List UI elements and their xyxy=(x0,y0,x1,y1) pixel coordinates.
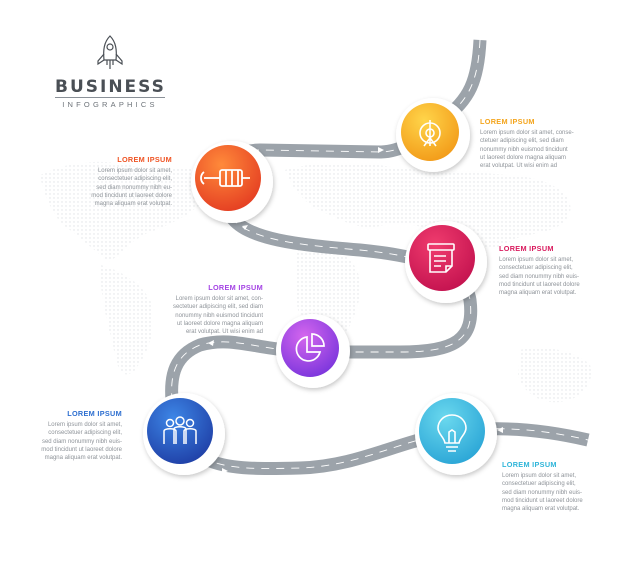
step-3-text: LOREM IPSUM Lorem ipsum dolor sit amet, … xyxy=(499,244,619,297)
step-1-line: ut laoreet dolore magna aliquam xyxy=(480,154,567,161)
step-2-badge[interactable] xyxy=(191,141,273,223)
step-5-line: sed diam nonummy nibh euis- xyxy=(41,438,122,445)
logo-title: BUSINESS xyxy=(55,77,166,97)
step-4-line: nonummy nibh euismod tincidunt xyxy=(175,312,263,319)
arrow-icon xyxy=(208,340,214,346)
step-3-line: mod tincidunt ut laoreet dolore xyxy=(499,281,580,288)
step-4-line: ut laoreet dolore magna aliquam xyxy=(176,320,263,327)
rocket-icon xyxy=(97,35,123,69)
step-1-line: ctetuer adipiscing elit, sed diam xyxy=(480,138,564,145)
step-1-heading: LOREM IPSUM xyxy=(480,117,535,126)
step-6-line: sed diam nonummy nibh euis- xyxy=(502,489,583,496)
step-6-heading: LOREM IPSUM xyxy=(502,460,557,469)
arrow-icon xyxy=(242,225,248,230)
step-5-heading: LOREM IPSUM xyxy=(67,409,122,418)
lightbulb-icon xyxy=(437,414,467,452)
step-2-line: mod tincidunt ut laoreet dolore xyxy=(91,192,172,199)
logo-divider xyxy=(55,97,165,98)
team-icon xyxy=(163,416,197,444)
road-center-line xyxy=(171,39,589,469)
step-5-text: LOREM IPSUM Lorem ipsum dolor sit amet, … xyxy=(2,409,122,462)
step-3-heading: LOREM IPSUM xyxy=(499,244,554,253)
step-2-line: consectetuer adipiscing elit, xyxy=(98,176,172,183)
step-5-line: mod tincidunt ut laoreet dolore xyxy=(41,446,122,453)
document-icon xyxy=(427,243,455,273)
arrow-icon xyxy=(222,468,228,474)
step-5-line: consectetuer adipiscing elit, xyxy=(48,430,122,437)
step-3-line: consectetuer adipiscing elit, xyxy=(499,265,573,272)
step-1-line: nonummy nibh euismod tincidunt xyxy=(480,146,568,153)
step-6-text: LOREM IPSUM Lorem ipsum dolor sit amet, … xyxy=(502,460,622,513)
step-6-line: magna aliquam erat volutpat. xyxy=(502,506,580,513)
arrow-icon xyxy=(378,147,384,153)
step-4-line: sectetuer adipiscing elit, sed diam xyxy=(172,304,263,311)
arrow-icon xyxy=(497,427,503,433)
pie-chart-icon xyxy=(295,333,325,362)
logo-subtitle: INFOGRAPHICS xyxy=(62,100,158,109)
step-6-line: mod tincidunt ut laoreet dolore xyxy=(502,497,583,504)
step-5-line: Lorem ipsum dolor sit amet, xyxy=(47,422,122,428)
step-3-line: magna aliquam erat volutpat. xyxy=(499,290,577,297)
wrench-tool-icon xyxy=(200,169,250,187)
step-2-text: LOREM IPSUM Lorem ipsum dolor sit amet, … xyxy=(52,155,172,208)
step-6-line: Lorem ipsum dolor sit amet, xyxy=(502,473,577,479)
step-3-badge[interactable] xyxy=(405,221,487,303)
step-5-badge[interactable] xyxy=(143,393,225,475)
step-1-badge[interactable] xyxy=(396,98,470,172)
step-4-heading: LOREM IPSUM xyxy=(208,283,263,292)
step-1-line: Lorem ipsum dolor sit amet, conse- xyxy=(480,130,574,136)
step-3-line: Lorem ipsum dolor sit amet, xyxy=(499,257,574,263)
step-4-line: erat volutpat. Ut wisi enim ad xyxy=(185,329,263,336)
step-4-line: Lorem ipsum dolor sit amet, con- xyxy=(175,296,263,302)
step-1-line: erat volutpat. Ut wisi enim ad xyxy=(480,163,558,170)
step-4-badge[interactable] xyxy=(276,314,350,388)
step-1-text: LOREM IPSUM Lorem ipsum dolor sit amet, … xyxy=(480,117,600,170)
target-icon xyxy=(419,120,441,147)
step-4-text: LOREM IPSUM Lorem ipsum dolor sit amet, … xyxy=(143,283,263,336)
step-2-line: magna aliquam erat volutpat. xyxy=(94,201,172,208)
step-3-line: sed diam nonummy nibh euis- xyxy=(499,273,580,280)
step-6-line: consectetuer adipiscing elit, xyxy=(502,481,576,488)
step-2-heading: LOREM IPSUM xyxy=(117,155,172,164)
step-2-line: sed diam nonummy nibh eu- xyxy=(96,184,172,191)
step-2-line: Lorem ipsum dolor sit amet, xyxy=(97,168,172,174)
step-6-badge[interactable] xyxy=(415,393,497,475)
step-5-line: magna aliquam erat volutpat. xyxy=(44,455,122,462)
business-logo: BUSINESS INFOGRAPHICS xyxy=(55,30,165,110)
